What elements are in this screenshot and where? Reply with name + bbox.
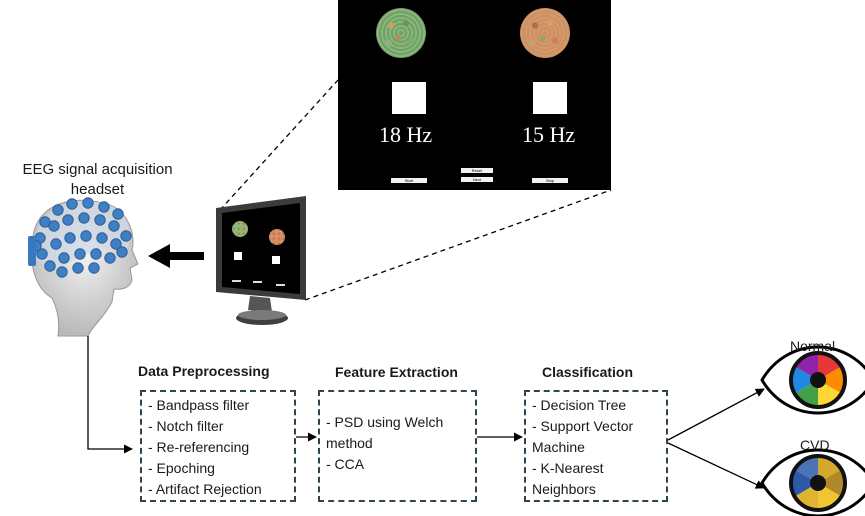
electrode-cap — [28, 197, 132, 278]
wheel-segment — [818, 366, 845, 394]
electrode — [56, 266, 68, 278]
classification-title: Classification — [542, 364, 634, 380]
zoom-line-bottom — [304, 189, 612, 301]
electrode — [116, 246, 128, 258]
feature-item: - CCA — [326, 456, 365, 472]
normal-label: Normal — [790, 338, 836, 354]
electrode — [74, 248, 86, 260]
electrode — [112, 208, 124, 220]
feature-extraction-title: Feature Extraction — [335, 364, 458, 380]
eeg-head-icon — [28, 197, 139, 337]
normal-eye-icon — [760, 345, 865, 415]
stop-button[interactable]: Stop — [532, 178, 568, 183]
electrode — [88, 262, 100, 274]
headset-label: EEG signal acquisition headset — [0, 160, 195, 200]
classifier-item: Neighbors — [532, 481, 596, 497]
flow-arrow-head-to-preprocessing — [87, 336, 133, 454]
electrode — [44, 260, 56, 272]
electrode — [96, 232, 108, 244]
preprocessing-box: - Bandpass filter - Notch filter - Re-re… — [140, 390, 296, 502]
electrode — [90, 248, 102, 260]
electrode — [62, 214, 74, 226]
preprocessing-title: Data Preprocessing — [138, 363, 270, 379]
cvd-label: CVD — [800, 437, 830, 453]
electrode — [110, 238, 122, 250]
electrode — [66, 198, 78, 210]
electrode — [50, 238, 62, 250]
feature-item: method — [326, 435, 373, 451]
normal-color-wheel — [789, 351, 847, 409]
electrode — [72, 262, 84, 274]
classifier-item: Machine — [532, 439, 585, 455]
electrode — [94, 214, 106, 226]
right-flicker-square — [533, 82, 567, 114]
flow-arrow-to-cvd — [667, 442, 765, 489]
right-ishihara-plate — [520, 8, 570, 58]
acquisition-arrow — [148, 244, 204, 268]
electrode — [48, 220, 60, 232]
cvd-color-wheel — [789, 454, 847, 512]
feature-item: - PSD using Welch — [326, 414, 444, 430]
monitor-icon — [216, 196, 306, 325]
left-flicker-square — [392, 82, 426, 114]
electrode — [78, 212, 90, 224]
classifier-item: - Decision Tree — [532, 397, 627, 413]
preprocessing-item: - Epoching — [148, 460, 215, 476]
left-ishihara-plate — [376, 8, 426, 58]
start-button[interactable]: Start — [391, 178, 427, 183]
feature-extraction-box: - PSD using Welch method - CCA — [318, 390, 477, 502]
next-button[interactable]: Next — [461, 177, 493, 182]
classification-box: - Decision Tree - Support Vector Machine… — [524, 390, 668, 502]
electrode — [64, 232, 76, 244]
electrode — [36, 248, 48, 260]
wheel-segment — [791, 366, 818, 394]
classifier-item: - Support Vector — [532, 418, 634, 434]
preprocessing-item: - Re-referencing — [148, 439, 250, 455]
electrode — [58, 252, 70, 264]
headset-label-line-2: headset — [70, 181, 125, 198]
headset-label-line-1: EEG signal acquisition — [22, 161, 173, 178]
zoom-line-top — [219, 79, 339, 211]
reset-button[interactable]: Reset — [461, 168, 493, 173]
electrode — [104, 252, 116, 264]
electrode — [120, 230, 132, 242]
electrode — [52, 204, 64, 216]
electrode — [82, 197, 94, 209]
electrode — [80, 230, 92, 242]
preprocessing-item: - Artifact Rejection — [148, 481, 262, 497]
cvd-eye-icon — [760, 448, 865, 516]
preprocessing-item: - Notch filter — [148, 418, 224, 434]
right-frequency-label: 15 Hz — [522, 122, 576, 147]
wheel-segment — [791, 469, 818, 497]
stimulus-screen: 18 Hz 15 Hz Start Reset Next Stop — [338, 0, 611, 190]
electrode — [98, 201, 110, 213]
classifier-item: - K-Nearest — [532, 460, 604, 476]
flow-arrow-to-normal — [667, 388, 765, 441]
left-frequency-label: 18 Hz — [379, 122, 433, 147]
preprocessing-item: - Bandpass filter — [148, 397, 250, 413]
ear-electrode-clip — [28, 236, 36, 266]
wheel-segment — [818, 469, 845, 497]
electrode — [108, 220, 120, 232]
